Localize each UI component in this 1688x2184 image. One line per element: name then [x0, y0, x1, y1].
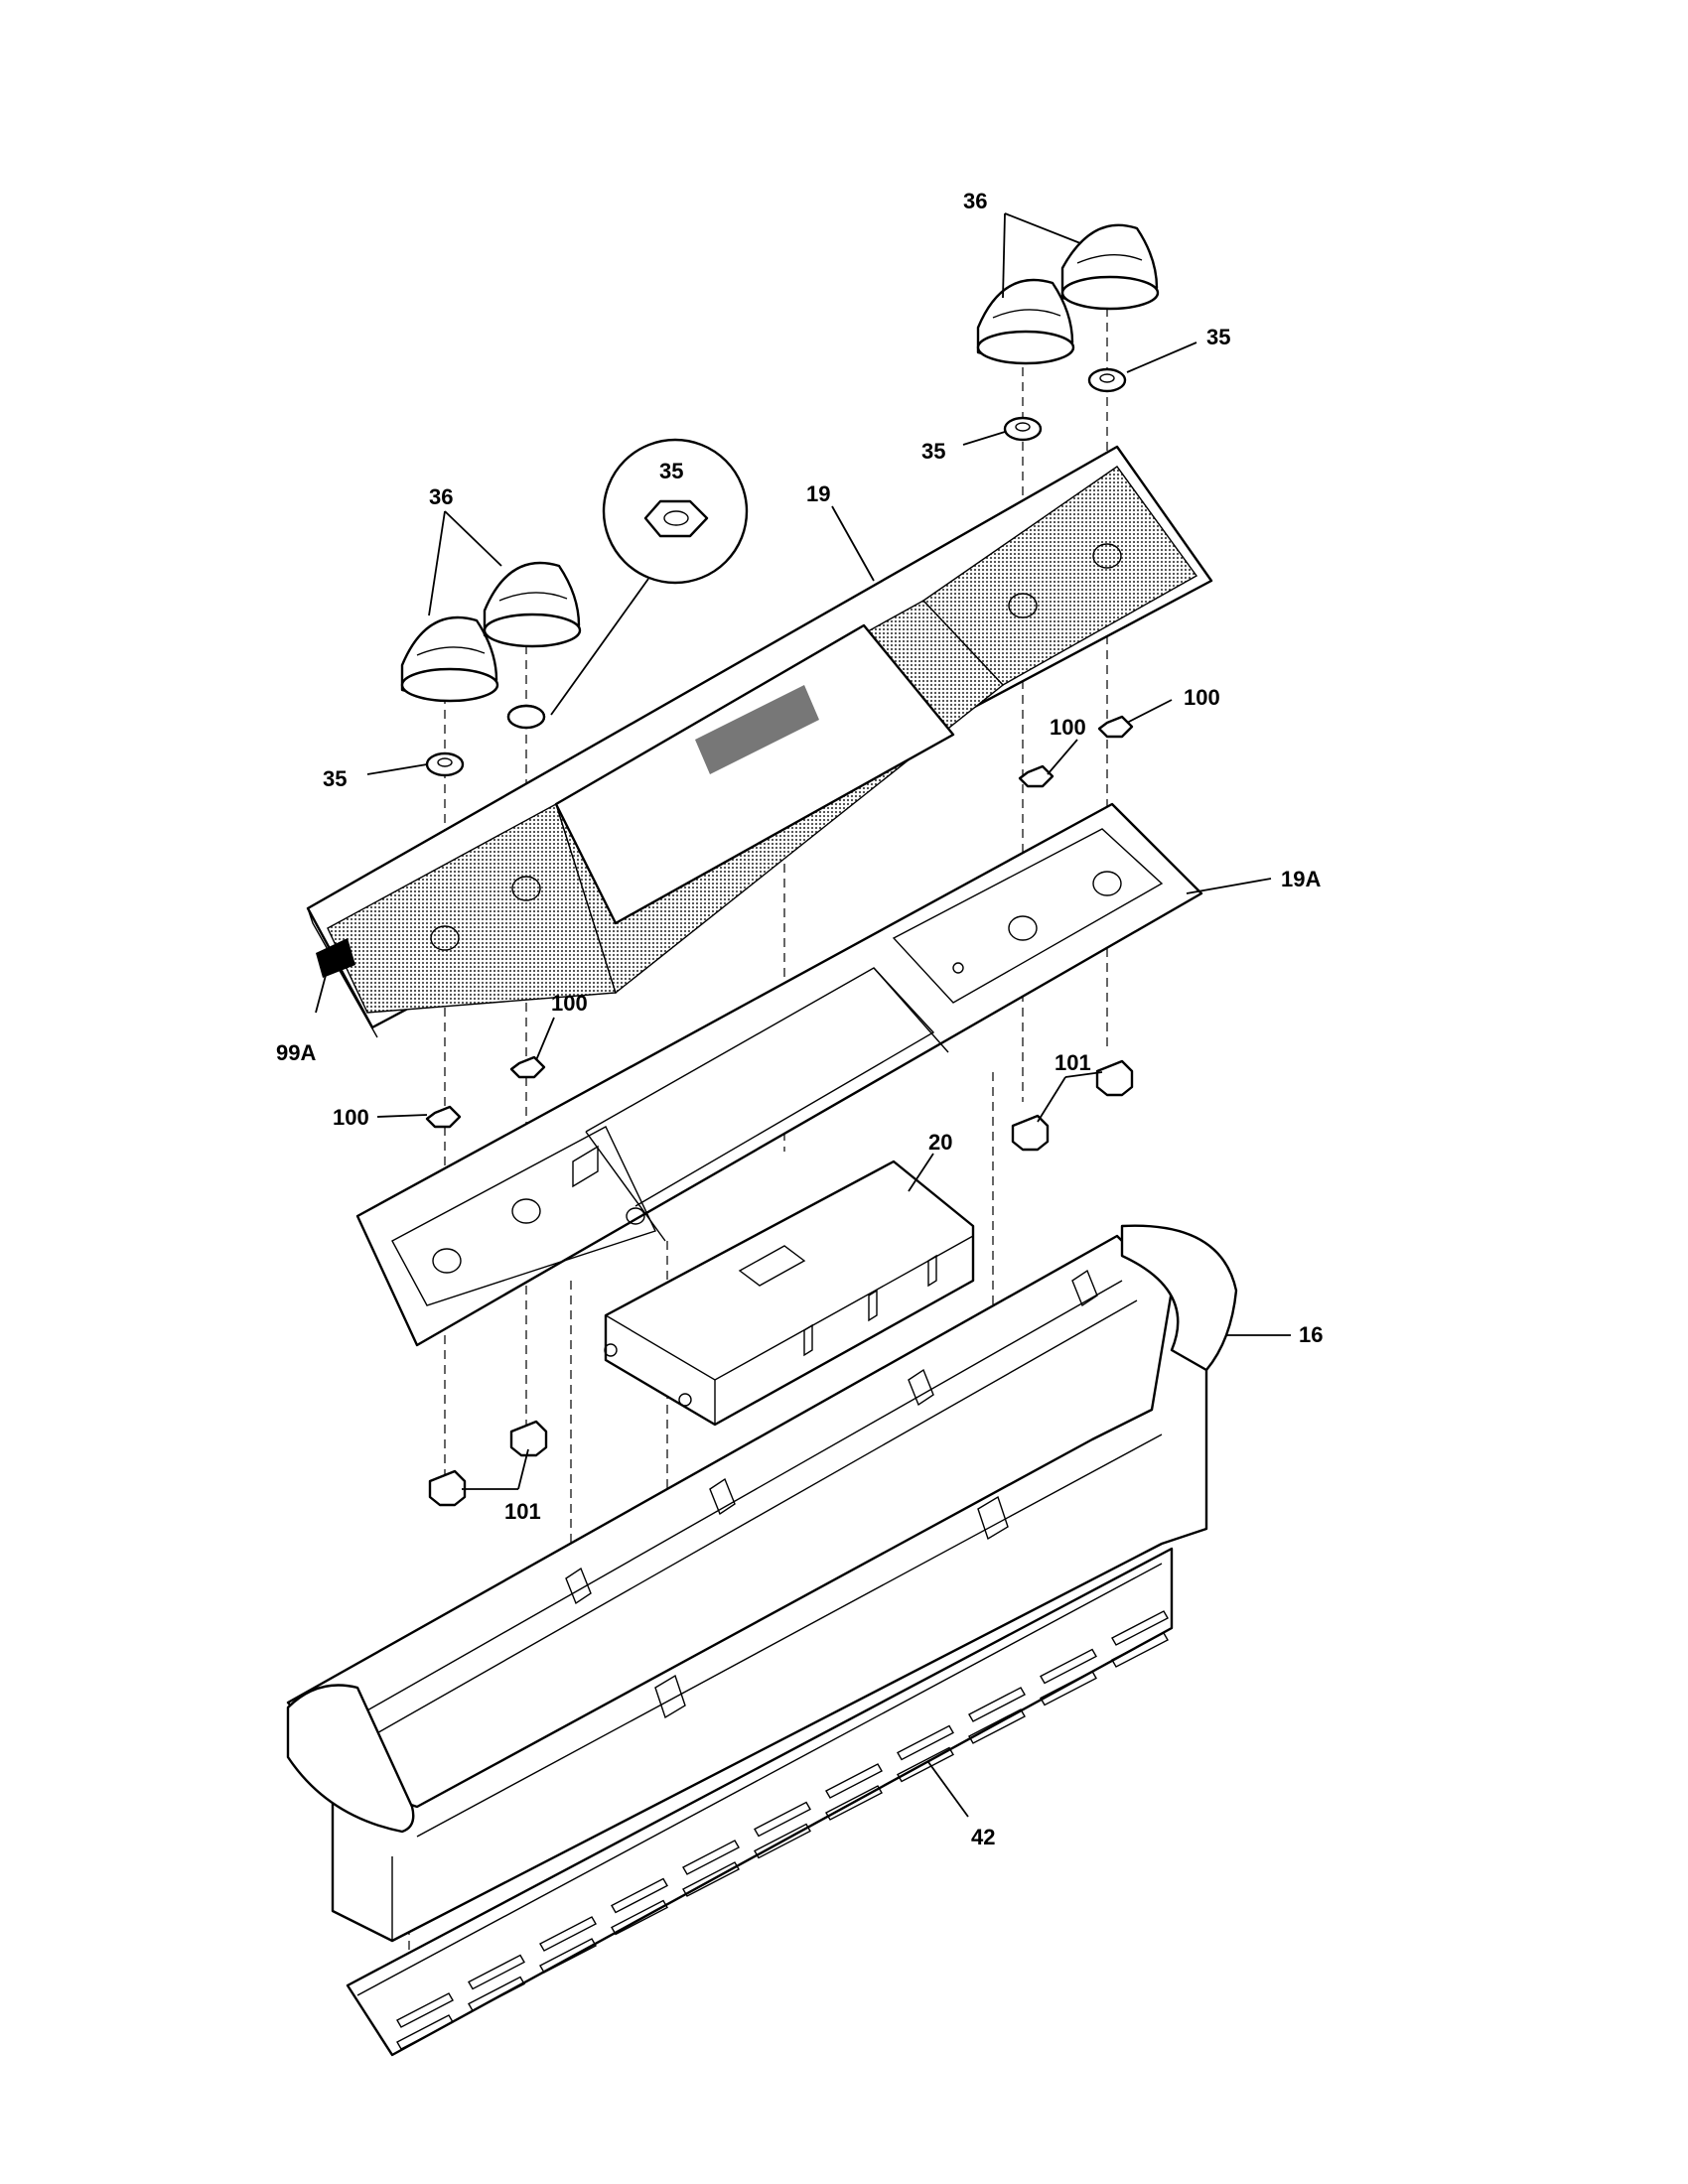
callout-42: 42 — [971, 1825, 995, 1849]
knob-top-mid — [976, 278, 1075, 365]
nut-100-r1 — [1018, 764, 1055, 788]
callout-99a: 99A — [276, 1040, 316, 1065]
callout-100-l2: 100 — [333, 1105, 369, 1130]
callout-35-circle: 35 — [659, 459, 683, 483]
callout-20: 20 — [928, 1130, 952, 1155]
vent-slot — [611, 1899, 668, 1936]
vent-slot — [968, 1687, 1026, 1722]
vent-slot — [825, 1785, 883, 1821]
nut-101-l2 — [509, 1420, 548, 1457]
vent-slot — [396, 1992, 454, 2028]
callouts: 36 35 35 35 36 19 35 100 100 19A 99A 100… — [276, 189, 1323, 1849]
vent-slot — [1040, 1648, 1097, 1685]
magnified-washer-35 — [602, 438, 749, 585]
callout-19: 19 — [806, 481, 830, 506]
callout-35-left: 35 — [323, 766, 347, 791]
nut-101-r1 — [1011, 1114, 1050, 1152]
vent-slot — [1111, 1632, 1169, 1668]
vent-slot — [611, 1877, 668, 1914]
vent-slot — [897, 1746, 954, 1783]
vent-slot — [968, 1708, 1026, 1744]
nut-100-r2 — [1097, 715, 1134, 739]
control-board-20 — [604, 1160, 975, 1427]
vent-slot — [396, 2014, 454, 2050]
callout-35-top-right: 35 — [1206, 325, 1230, 349]
callout-101-right: 101 — [1055, 1050, 1091, 1075]
vent-slot — [539, 1938, 597, 1974]
callout-101-left: 101 — [504, 1499, 541, 1524]
washer-35-top-right — [1087, 367, 1127, 393]
knob-top-right — [1060, 223, 1160, 311]
vent-slot — [539, 1916, 597, 1952]
washer-35-circle-src — [506, 704, 546, 730]
vent-slot — [468, 1976, 525, 2012]
vent-slot — [682, 1840, 740, 1875]
knobs-36 — [400, 223, 1160, 703]
vent-slot — [897, 1724, 954, 1761]
nut-101-r2 — [1095, 1059, 1134, 1097]
callout-100-r1: 100 — [1050, 715, 1086, 740]
vent-slot — [468, 1954, 525, 1990]
nut-100-l1 — [425, 1105, 462, 1129]
nut-101-l1 — [428, 1469, 467, 1507]
leader-lines — [315, 212, 1291, 1818]
knob-left-1 — [400, 615, 499, 703]
housing-16 — [286, 1224, 1238, 1943]
callout-36-left: 36 — [429, 484, 453, 509]
callout-35-top-mid: 35 — [921, 439, 945, 464]
vent-slot — [754, 1823, 811, 1859]
vent-slot — [1040, 1670, 1097, 1706]
vent-slot — [825, 1763, 883, 1799]
hardware — [425, 367, 1134, 1507]
nut-100-l2 — [509, 1055, 546, 1079]
vent-trim-42 — [346, 1547, 1174, 2057]
callout-16: 16 — [1299, 1322, 1323, 1347]
callout-19a: 19A — [1281, 867, 1321, 891]
vent-slot — [682, 1861, 740, 1897]
control-panel-19 — [306, 445, 1213, 1038]
vent-slot — [1111, 1610, 1169, 1646]
callout-100-r2: 100 — [1184, 685, 1220, 710]
knob-left-2 — [483, 561, 582, 648]
bracket-19a — [355, 802, 1203, 1347]
callout-36-top: 36 — [963, 189, 987, 213]
callout-100-l1: 100 — [551, 991, 588, 1016]
washer-35-top-mid — [1003, 416, 1043, 442]
washer-35-left-1 — [425, 751, 465, 777]
vent-slot — [754, 1801, 811, 1838]
